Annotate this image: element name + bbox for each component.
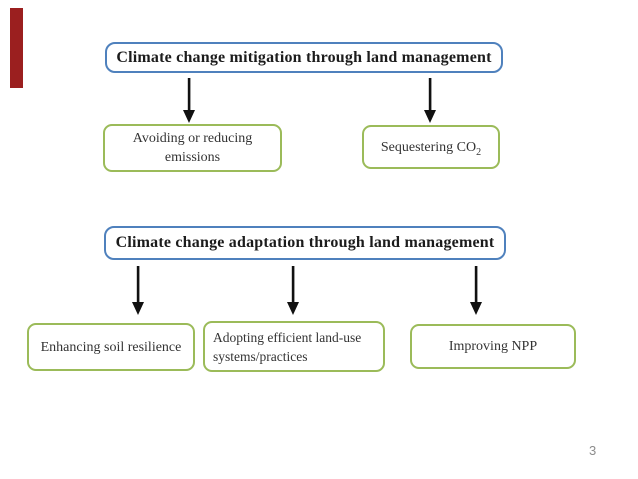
adopting-land-use-label-line2: systems/practices	[213, 348, 308, 364]
co2-subscript: 2	[476, 146, 482, 158]
avoiding-emissions-box: Avoiding or reducing emissions	[103, 124, 282, 172]
avoiding-emissions-label-line2: emissions	[164, 150, 221, 165]
red-accent-bar	[10, 8, 23, 88]
down-arrow-icon	[282, 266, 304, 316]
adopting-land-use-label-line1: Adopting efficient land-use	[213, 329, 362, 345]
down-arrow-icon	[127, 266, 149, 316]
sequestering-co2-label: Sequestering CO2	[381, 138, 481, 157]
down-arrow-icon	[465, 266, 487, 316]
improving-npp-label: Improving NPP	[448, 339, 538, 354]
sequestering-co2-text: Sequestering CO	[380, 139, 477, 155]
adaptation-header-label: Climate change adaptation through land m…	[115, 234, 495, 251]
enhancing-soil-resilience-box: Enhancing soil resilience	[27, 323, 195, 371]
improving-npp-box: Improving NPP	[410, 324, 576, 369]
mitigation-header-box: Climate change mitigation through land m…	[105, 42, 503, 73]
down-arrow-icon	[178, 78, 200, 124]
avoiding-emissions-label-line1: Avoiding or reducing	[132, 131, 253, 146]
down-arrow-icon	[419, 78, 441, 124]
page-number: 3	[589, 443, 597, 458]
enhancing-soil-resilience-label: Enhancing soil resilience	[40, 339, 182, 355]
mitigation-header-label: Climate change mitigation through land m…	[116, 48, 492, 66]
adopting-land-use-box: Adopting efficient land-use systems/prac…	[203, 321, 385, 372]
sequestering-co2-box: Sequestering CO2	[362, 125, 500, 169]
adaptation-header-box: Climate change adaptation through land m…	[104, 226, 506, 260]
